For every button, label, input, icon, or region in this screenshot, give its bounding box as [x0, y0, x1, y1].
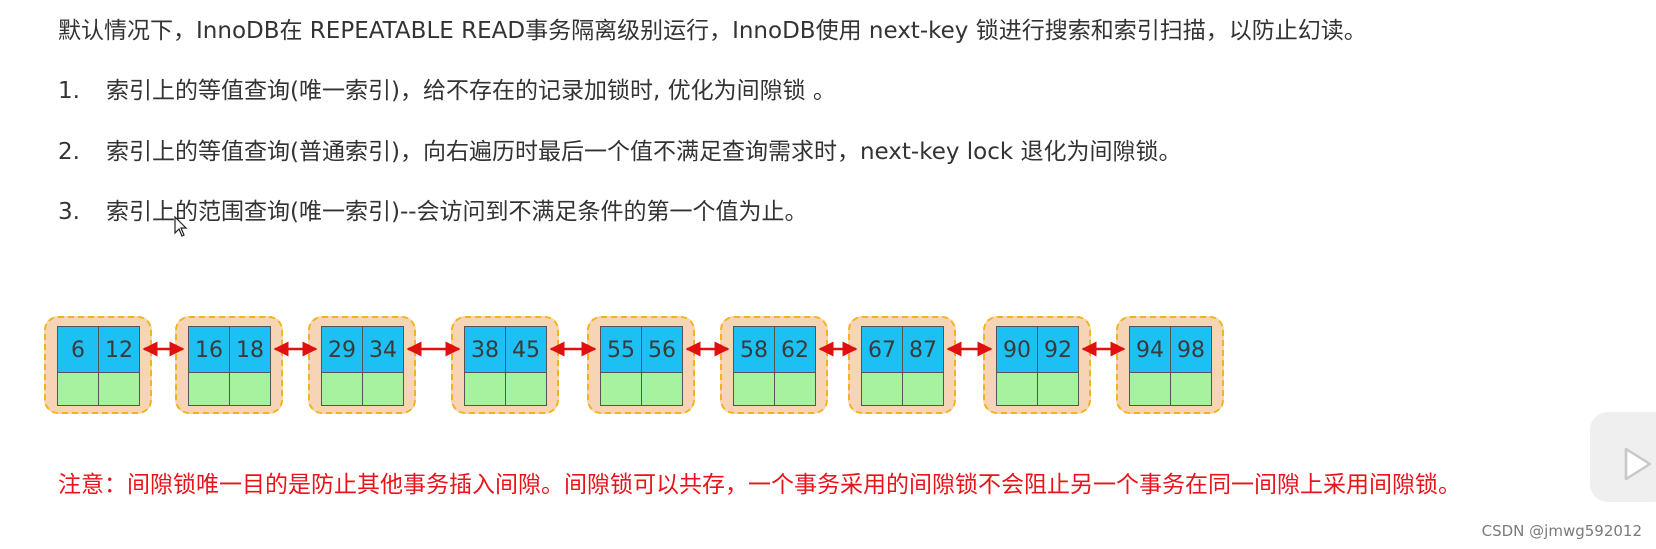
- rule-2: 2. 索引上的等值查询(普通索引)，向右遍历时最后一个值不满足查询需求时，next…: [58, 137, 1182, 167]
- key-cell: 58: [733, 326, 775, 373]
- rule-text: 索引上的等值查询(唯一索引)，给不存在的记录加锁时, 优化为间隙锁 。: [106, 78, 836, 104]
- key-cell: 38: [464, 326, 506, 373]
- key-cell: 16: [188, 326, 230, 373]
- pointer-cell: [996, 372, 1038, 406]
- pointer-cell: [321, 372, 363, 406]
- key-cell: 98: [1170, 326, 1212, 373]
- rule-number: 2.: [58, 139, 80, 165]
- rule-1: 1. 索引上的等值查询(唯一索引)，给不存在的记录加锁时, 优化为间隙锁 。: [58, 76, 836, 106]
- key-cell: 87: [902, 326, 944, 373]
- key-cell: 12: [98, 326, 140, 373]
- key-cell: 29: [321, 326, 363, 373]
- note-text: 注意：间隙锁唯一目的是防止其他事务插入间隙。间隙锁可以共存，一个事务采用的间隙锁…: [58, 472, 1461, 498]
- key-cell: 34: [362, 326, 404, 373]
- rule-text: 索引上的等值查询(普通索引)，向右遍历时最后一个值不满足查询需求时，next-k…: [106, 139, 1182, 165]
- intro-text: 默认情况下，InnoDB在 REPEATABLE READ事务隔离级别运行，In…: [58, 18, 1367, 44]
- pointer-cell: [57, 372, 99, 406]
- pointer-cell: [505, 372, 547, 406]
- mouse-pointer-icon: [174, 215, 188, 242]
- key-cell: 92: [1037, 326, 1079, 373]
- play-icon[interactable]: [1622, 446, 1654, 482]
- key-cell: 18: [229, 326, 271, 373]
- key-cell: 6: [57, 326, 99, 373]
- pointer-cell: [733, 372, 775, 406]
- key-cell: 94: [1129, 326, 1171, 373]
- key-cell: 56: [641, 326, 683, 373]
- pointer-cell: [362, 372, 404, 406]
- pointer-cell: [1129, 372, 1171, 406]
- watermark: CSDN @jmwg592012: [1481, 522, 1642, 540]
- rule-3: 3. 索引上的范围查询(唯一索引)--会访问到不满足条件的第一个值为止。: [58, 197, 808, 227]
- key-cell: 62: [774, 326, 816, 373]
- video-play-widget[interactable]: [1590, 412, 1656, 502]
- key-cell: 67: [861, 326, 903, 373]
- key-cell: 45: [505, 326, 547, 373]
- pointer-cell: [902, 372, 944, 406]
- pointer-cell: [1170, 372, 1212, 406]
- key-cell: 90: [996, 326, 1038, 373]
- pointer-cell: [188, 372, 230, 406]
- rule-number: 1.: [58, 78, 80, 104]
- pointer-cell: [464, 372, 506, 406]
- rule-text: 索引上的范围查询(唯一索引)--会访问到不满足条件的第一个值为止。: [106, 199, 808, 225]
- pointer-cell: [98, 372, 140, 406]
- pointer-cell: [861, 372, 903, 406]
- rule-number: 3.: [58, 199, 80, 225]
- pointer-cell: [1037, 372, 1079, 406]
- key-cell: 55: [600, 326, 642, 373]
- pointer-cell: [641, 372, 683, 406]
- pointer-cell: [774, 372, 816, 406]
- pointer-cell: [229, 372, 271, 406]
- pointer-cell: [600, 372, 642, 406]
